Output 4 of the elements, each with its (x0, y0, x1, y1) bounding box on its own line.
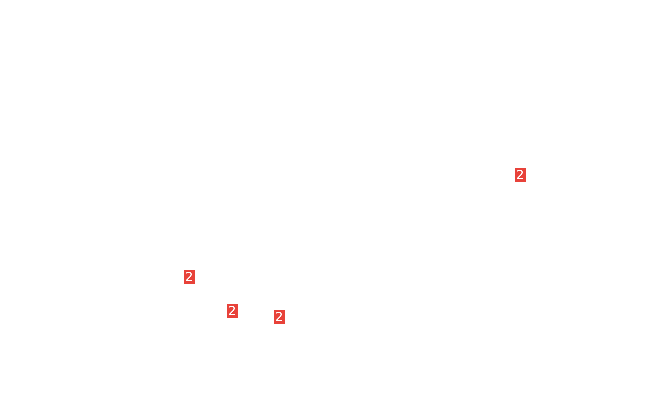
callout-number: 2 (274, 310, 285, 324)
callout-number: 2 (227, 304, 238, 318)
callout-number: 2 (184, 270, 195, 284)
callout-number: 2 (515, 168, 526, 182)
